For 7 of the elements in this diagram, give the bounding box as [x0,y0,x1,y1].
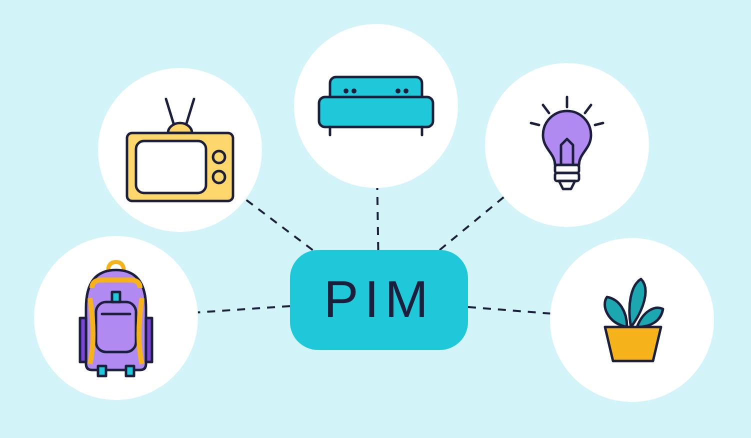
dashed-connector [468,306,550,315]
dashed-connector [439,196,504,251]
center-box [290,250,468,350]
center-label: PIM [324,274,434,326]
dashed-connector [376,188,380,250]
dashed-connector [198,305,290,314]
dashed-connector [244,198,314,251]
